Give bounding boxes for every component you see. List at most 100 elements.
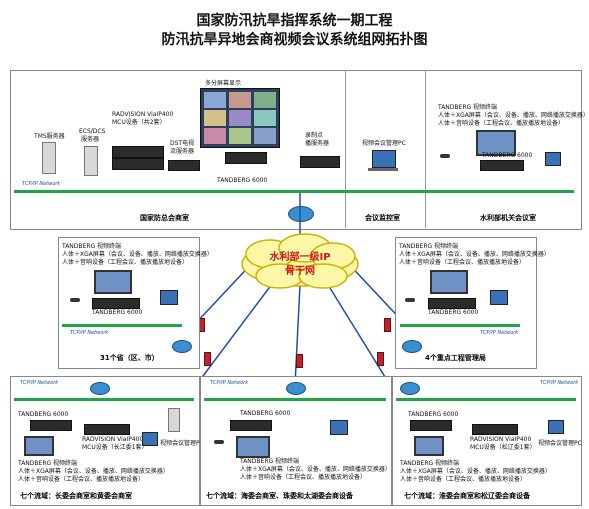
mgmt-pc-icon: [372, 150, 396, 168]
bureaus-bus: [400, 324, 520, 327]
basin-box-2: [200, 376, 392, 506]
section-control: 会议监控室: [365, 214, 400, 222]
basin3-pc-label: 视频会议管理PC: [538, 440, 582, 447]
basin3-tv-icon: [414, 436, 444, 456]
basin1-mcu: MCU设备（长江委1套）: [82, 444, 148, 451]
mcu-label: MCU设备（共2套）: [112, 119, 166, 126]
ecs-dcs-label: ECS/DCS: [79, 128, 106, 135]
basin1-endpoint-icon: [30, 420, 72, 431]
firewall-icon: [384, 318, 391, 332]
section-hall: 国家防总会商室: [140, 214, 189, 222]
display-wall-icon: [200, 88, 280, 148]
basin2-tandberg-label: TANDBERG 视频终端: [240, 458, 300, 465]
dst-server-icon: [168, 160, 200, 171]
provinces-camera-icon: [70, 298, 80, 302]
mgmt-pc-keyboard: [368, 168, 398, 171]
basin3-endpoint-label: TANDBERG 6000: [408, 411, 459, 418]
diagram-title-line2: 防汛抗旱异地会商视频会议系统组网拓扑图: [161, 32, 428, 48]
ecs-dcs-server-icon: [84, 146, 98, 176]
tandberg-6000-icon-top: [225, 152, 267, 164]
tcpip-label-top: TCP/IP Network: [22, 181, 61, 187]
provinces-router-icon: [172, 340, 192, 353]
basin1-bus: [14, 398, 194, 401]
basin2-caption: 七个流域：海委会商室、珠委和太湖委会商设备: [206, 492, 353, 500]
basin1-mcu-icon: [84, 424, 130, 435]
divider-ministry: [425, 70, 426, 228]
display-wall-label: 多分屏幕显示: [205, 80, 242, 87]
bureaus-tv-icon: [430, 270, 468, 294]
bureaus-tandberg-label: TANDBERG 视频终端: [399, 243, 459, 250]
basin3-bus: [396, 398, 576, 401]
firewall-icon: [377, 352, 384, 366]
tms-server-icon: [42, 142, 56, 174]
basin1-tandberg-label: TANDBERG 视频终端: [18, 460, 78, 467]
basin1-server-icon: [168, 408, 180, 432]
basin1-endpoint-label: TANDBERG 6000: [18, 411, 69, 418]
basin1-router-icon: [90, 382, 110, 395]
basin3-line1: 人体＋XGA屏幕（会议、设备、播放、网络播放交换器）: [400, 468, 551, 475]
diagram-title-line1: 国家防汛抗旱指挥系统一期工程: [196, 13, 393, 29]
ministry-camera-icon: [440, 154, 450, 158]
radvision-label: RADVISION ViaIP400: [112, 111, 174, 118]
basin1-caption: 七个流域：长委会商室和黄委会商室: [20, 492, 132, 500]
basin2-line2: 人体＋音响设备（工程会议、播放播放地设备）: [240, 474, 367, 481]
firewall-icon: [296, 354, 303, 368]
provinces-tv-icon: [94, 270, 132, 294]
backbone-cloud-icon: [241, 233, 359, 289]
bureaus-router-icon: [402, 340, 422, 353]
provinces-endpoint-label: TANDBERG 6000: [92, 309, 143, 316]
bureaus-pc-icon: [490, 290, 508, 305]
basin3-mcu: MCU设备（松辽委1套）: [470, 444, 536, 451]
basin2-endpoint-icon: [230, 420, 272, 431]
bureaus-line2: 人体＋音响设备（工程会议、播放播放地设备）: [399, 259, 526, 266]
basin1-radvision: RADVISION ViaIP400: [82, 436, 144, 443]
backbone-line1: 水利部一级IP: [269, 252, 331, 263]
tandberg-label-top: TANDBERG 6000: [217, 177, 268, 184]
basin3-mcu-icon: [472, 424, 518, 435]
provinces-line2: 人体＋音响设备（工程会议、播放播放地设备）: [62, 259, 189, 266]
ecs-dcs-sub-label: 服务器: [81, 136, 100, 143]
ministry-pc-icon: [545, 152, 561, 166]
basin3-caption: 七个流域：淮委会商室和松辽委会商设备: [404, 492, 530, 500]
dst-label: DST电视: [170, 140, 195, 147]
basin1-tv-icon: [24, 436, 54, 456]
mcu-device-icon: [112, 146, 164, 158]
recorder-server-icon: [300, 156, 340, 168]
provinces-pc-icon: [160, 290, 178, 305]
basin1-pc-icon: [142, 432, 158, 446]
provinces-tcpip: TCP/IP Network: [70, 330, 109, 336]
section-ministry: 水利部机关会议室: [480, 214, 536, 222]
bureaus-camera-icon: [405, 298, 415, 302]
basin2-camera-icon: [214, 440, 224, 444]
basin3-pc-icon: [548, 420, 564, 434]
basin2-bus: [204, 398, 386, 401]
recorder-sub-label: 播服务器: [305, 140, 330, 147]
basin2-tcpip: TCP/IP Network: [210, 380, 249, 386]
dst-sub-label: 流服务器: [170, 148, 195, 155]
provinces-bus: [62, 324, 182, 327]
ministry-line2: 人体＋音响设备（工程会议、播放播放地设备）: [438, 120, 565, 127]
basin1-line2: 人体＋音响设备（工程会议、播放播放地设备）: [18, 476, 145, 483]
provinces-endpoint-icon: [92, 298, 140, 309]
mgmt-pc-label: 视频会议管理PC: [362, 140, 406, 147]
basin3-radvision: RADVISION ViaIP400: [470, 436, 532, 443]
basin3-router-icon: [400, 382, 420, 395]
ministry-endpoint-icon: [480, 160, 524, 171]
bureaus-caption: 4个重点工程管理局: [425, 354, 486, 362]
basin3-endpoint-icon: [410, 420, 452, 431]
core-router-icon: [288, 206, 314, 222]
basin3-line2: 人体＋音响设备（工程会议、播放播放地设备）: [400, 476, 527, 483]
basin2-line1: 人体＋XGA屏幕（会议、设备、播放、网络播放交换器）: [240, 466, 391, 473]
basin1-tcpip: TCP/IP Network: [20, 380, 59, 386]
recorder-label: 录制点: [305, 132, 324, 139]
divider-control: [345, 70, 346, 228]
firewall-icon: [204, 352, 211, 366]
ministry-endpoint-label: TANDBERG 6000: [482, 152, 533, 159]
bureaus-endpoint-icon: [428, 298, 476, 309]
tms-server-label: TMS服务器: [34, 133, 65, 140]
bureaus-tcpip: TCP/IP Network: [480, 330, 519, 336]
basin2-endpoint-label: TANDBERG 6000: [240, 410, 291, 417]
provinces-line1: 人体＋XGA屏幕（会议、设备、播放、网络播放交换器）: [62, 251, 213, 258]
ministry-tv-icon: [476, 130, 516, 156]
basin1-pc-label: 视频会议管理PC: [160, 440, 204, 447]
